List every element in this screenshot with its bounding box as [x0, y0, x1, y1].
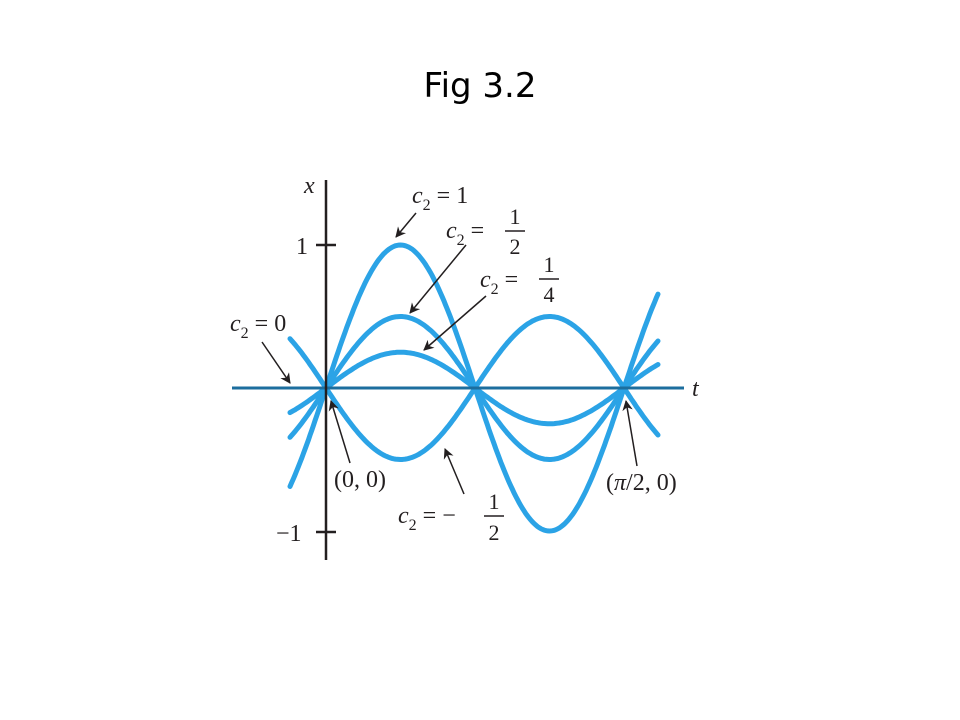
y-tick-label-1: 1 — [296, 234, 308, 260]
svg-text:c2 =: c2 = — [480, 267, 518, 298]
svg-text:1: 1 — [544, 252, 555, 277]
svg-text:1: 1 — [489, 489, 500, 514]
svg-text:c2 = 1: c2 = 1 — [412, 183, 468, 214]
svg-text:2: 2 — [489, 520, 500, 545]
svg-text:c2 =: c2 = — [446, 218, 484, 249]
annotation-c2-1: c2 = 1 — [395, 183, 468, 238]
annotation-origin: (0, 0) — [328, 399, 386, 493]
annotation-c2-neg-half: c2 = − 1 2 — [398, 448, 504, 545]
ylabel: x — [303, 173, 315, 199]
y-tick-label-neg1: −1 — [276, 521, 302, 547]
svg-text:(π/2, 0): (π/2, 0) — [606, 470, 677, 496]
annotation-pi-half: (π/2, 0) — [606, 399, 677, 496]
svg-text:1: 1 — [510, 204, 521, 229]
svg-text:4: 4 — [544, 282, 555, 307]
annotation-c2-0: c2 = 0 — [230, 311, 291, 384]
xlabel: t — [692, 376, 700, 402]
annotation-c2-half: c2 = 1 2 — [409, 204, 525, 314]
svg-text:c2 = 0: c2 = 0 — [230, 311, 286, 342]
slide-title: Fig 3.2 — [423, 66, 537, 106]
svg-text:(0, 0): (0, 0) — [334, 467, 386, 493]
annotation-c2-quarter: c2 = 1 4 — [423, 252, 559, 351]
svg-text:c2 = −: c2 = − — [398, 503, 456, 534]
svg-text:2: 2 — [510, 234, 521, 259]
